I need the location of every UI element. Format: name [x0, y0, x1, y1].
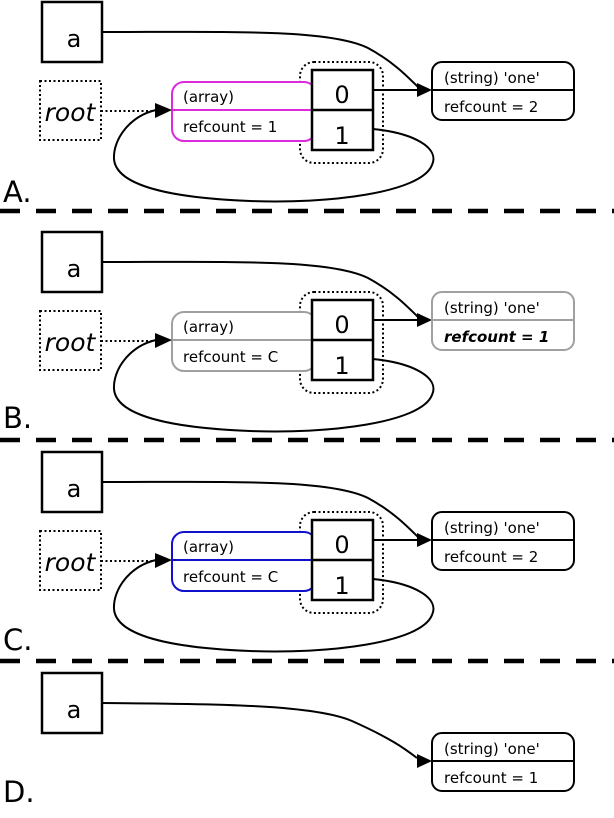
string-refcount-label: refcount = 2 [444, 548, 538, 566]
cell-0-label: 0 [334, 81, 349, 109]
array-pointer-arrowhead [155, 333, 172, 348]
string-pointer-arrowhead [417, 83, 432, 97]
variable-pointer-curve [101, 30, 420, 89]
panel-d: a (string) 'one' refcount = 1 D. [3, 671, 575, 809]
array-refcount-label: refcount = C [183, 348, 278, 366]
string-refcount-label: refcount = 1 [444, 328, 549, 346]
string-pointer-arrowhead [417, 533, 432, 547]
string-refcount-label: refcount = 2 [444, 98, 538, 116]
variable-box [40, 0, 104, 64]
string-pointer-arrowhead [417, 313, 432, 327]
cell-1-label: 1 [334, 572, 349, 600]
variable-pointer-curve [101, 702, 418, 759]
panel-label: A. [3, 175, 32, 209]
string-type-label: (string) 'one' [444, 740, 540, 758]
variable-label: a [67, 255, 82, 283]
string-type-label: (string) 'one' [444, 519, 540, 537]
array-type-label: (array) [183, 538, 234, 556]
cell-0-label: 0 [334, 531, 349, 559]
cell-1-label: 1 [334, 352, 349, 380]
root-label: root [45, 98, 97, 127]
variable-box [40, 450, 104, 514]
array-refcount-label: refcount = C [183, 568, 278, 586]
panel-c: a root (array) refcount = C 0 1 (string)… [3, 450, 575, 657]
variable-pointer-curve [101, 260, 420, 319]
string-refcount-label: refcount = 1 [444, 769, 538, 787]
panel-label: B. [3, 401, 32, 435]
variable-box [40, 230, 104, 294]
array-refcount-label: refcount = 1 [183, 118, 277, 136]
array-pointer-arrowhead [155, 553, 172, 568]
variable-label: a [67, 25, 82, 53]
variable-pointer-curve [101, 480, 420, 539]
string-type-label: (string) 'one' [444, 299, 540, 317]
cycle-pointer-curve [112, 109, 435, 203]
variable-label: a [67, 696, 82, 724]
root-label: root [45, 548, 97, 577]
variable-label: a [67, 475, 82, 503]
cell-0-label: 0 [334, 311, 349, 339]
cycle-pointer-curve [112, 339, 435, 433]
cell-1-label: 1 [334, 122, 349, 150]
string-type-label: (string) 'one' [444, 69, 540, 87]
panel-label: D. [3, 775, 35, 809]
panel-b: a root (array) refcount = C 0 1 (string)… [3, 230, 575, 435]
cycle-pointer-curve [112, 559, 435, 653]
string-pointer-arrowhead [417, 754, 432, 768]
root-label: root [45, 328, 97, 357]
array-pointer-arrowhead [155, 103, 172, 118]
panel-a: a root (array) refcount = 1 0 1 (string)… [3, 0, 575, 209]
panel-label: C. [3, 623, 32, 657]
array-type-label: (array) [183, 318, 234, 336]
array-type-label: (array) [183, 88, 234, 106]
